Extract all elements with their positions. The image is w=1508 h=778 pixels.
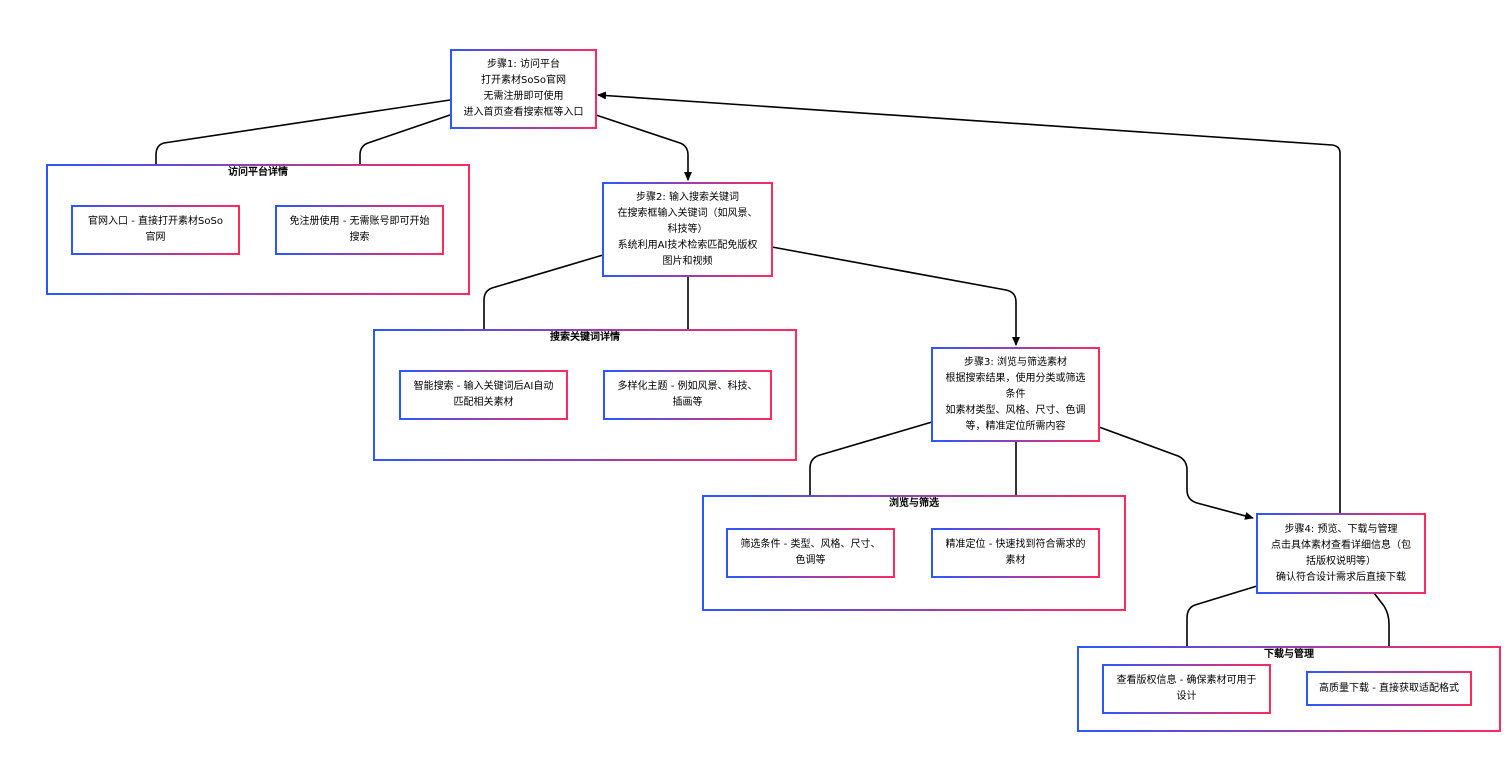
detail-filter-conditions[interactable]: 筛选条件 - 类型、风格、尺寸、 色调等 bbox=[726, 528, 895, 578]
detail-line: 智能搜索 - 输入关键词后AI自动 bbox=[413, 381, 554, 392]
step2-line: 系统利用AI技术检索匹配免版权 bbox=[617, 239, 758, 251]
detail-no-registration[interactable]: 免注册使用 - 无需账号即可开始 搜索 bbox=[275, 205, 444, 255]
detail-line: 精准定位 - 快速找到符合需求的 bbox=[945, 539, 1086, 550]
detail-line: 官网入口 - 直接打开素材SoSo bbox=[88, 216, 223, 227]
step3-line: 条件 bbox=[1005, 388, 1026, 400]
detail-line: 搜索 bbox=[349, 232, 370, 243]
step4-line: 确认符合设计需求后直接下载 bbox=[1276, 571, 1406, 583]
detail-line: 筛选条件 - 类型、风格、尺寸、 bbox=[740, 539, 881, 550]
detail-line: 免注册使用 - 无需账号即可开始 bbox=[289, 216, 430, 227]
detail-line: 素材 bbox=[1005, 555, 1026, 566]
group-title: 搜索关键词详情 bbox=[550, 332, 620, 343]
step4-title: 步骤4: 预览、下载与管理 bbox=[1284, 523, 1398, 535]
detail-line: 查看版权信息 - 确保素材可用于 bbox=[1116, 675, 1257, 686]
step2-line: 在搜索框输入关键词（如风景、 bbox=[617, 207, 758, 219]
detail-official-entry[interactable]: 官网入口 - 直接打开素材SoSo 官网 bbox=[71, 205, 240, 255]
step3-line: 如素材类型、风格、尺寸、色调 bbox=[945, 404, 1086, 416]
detail-diverse-topics[interactable]: 多样化主题 - 例如风景、科技、 插画等 bbox=[603, 370, 772, 420]
detail-line: 官网 bbox=[145, 232, 166, 243]
group-title: 浏览与筛选 bbox=[889, 498, 939, 509]
detail-line: 高质量下载 - 直接获取适配格式 bbox=[1319, 682, 1459, 694]
group-title: 下载与管理 bbox=[1264, 649, 1314, 660]
detail-line: 匹配相关素材 bbox=[453, 397, 514, 408]
step2-title: 步骤2: 输入搜索关键词 bbox=[636, 191, 739, 203]
edge-step2-to-step3 bbox=[771, 246, 1020, 346]
detail-line: 插画等 bbox=[672, 397, 703, 408]
detail-hq-download[interactable]: 高质量下载 - 直接获取适配格式 bbox=[1306, 671, 1472, 706]
step4-line: 点击具体素材查看详细信息（包 bbox=[1271, 539, 1411, 551]
step1-line: 无需注册即可使用 bbox=[483, 91, 564, 102]
edge-step1-to-step2 bbox=[595, 114, 692, 181]
step2-line: 图片和视频 bbox=[662, 255, 713, 267]
group-title: 访问平台详情 bbox=[228, 167, 288, 178]
step4-node[interactable]: 步骤4: 预览、下载与管理 点击具体素材查看详细信息（包 括版权说明等） 确认符… bbox=[1256, 513, 1426, 594]
detail-line: 多样化主题 - 例如风景、科技、 bbox=[617, 381, 758, 392]
detail-precise-locate[interactable]: 精准定位 - 快速找到符合需求的 素材 bbox=[931, 528, 1100, 578]
step1-title: 步骤1: 访问平台 bbox=[487, 59, 560, 70]
step4-line: 括版权说明等） bbox=[1306, 555, 1376, 567]
step1-line: 进入首页查看搜索框等入口 bbox=[463, 107, 584, 118]
step2-node[interactable]: 步骤2: 输入搜索关键词 在搜索框输入关键词（如风景、 科技等） 系统利用AI技… bbox=[602, 182, 773, 277]
step1-line: 打开素材SoSo官网 bbox=[481, 75, 566, 86]
detail-smart-search[interactable]: 智能搜索 - 输入关键词后AI自动 匹配相关素材 bbox=[399, 370, 568, 420]
step1-node[interactable]: 步骤1: 访问平台 打开素材SoSo官网 无需注册即可使用 进入首页查看搜索框等… bbox=[450, 49, 597, 129]
step2-line: 科技等） bbox=[667, 223, 708, 235]
step3-line: 等，精准定位所需内容 bbox=[965, 420, 1066, 432]
step3-node[interactable]: 步骤3: 浏览与筛选素材 根据搜索结果，使用分类或筛选 条件 如素材类型、风格、… bbox=[931, 347, 1100, 442]
step3-line: 根据搜索结果，使用分类或筛选 bbox=[945, 372, 1086, 384]
detail-copyright-info[interactable]: 查看版权信息 - 确保素材可用于 设计 bbox=[1102, 664, 1271, 714]
detail-line: 设计 bbox=[1176, 691, 1197, 702]
step3-title: 步骤3: 浏览与筛选素材 bbox=[964, 356, 1067, 368]
detail-line: 色调等 bbox=[795, 555, 826, 566]
